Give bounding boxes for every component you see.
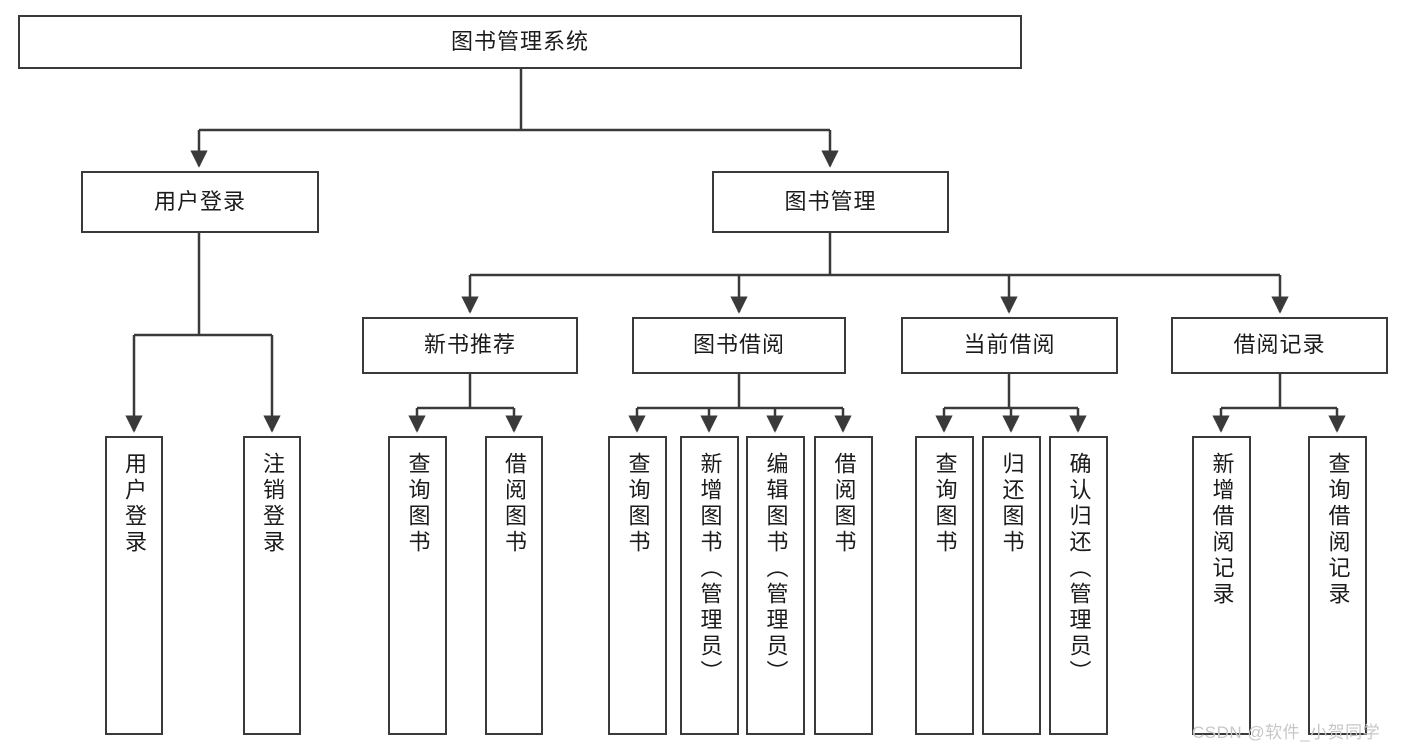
node-borrow-record[interactable]: 借阅记录 [1171, 317, 1388, 374]
node-new-book-recommend[interactable]: 新书推荐 [362, 317, 578, 374]
node-user-login[interactable]: 用户登录 [81, 171, 319, 233]
leaf-borrow-lend-book[interactable]: 借阅图书 [814, 436, 873, 735]
leaf-current-query-book[interactable]: 查询图书 [915, 436, 974, 735]
leaf-current-confirm-return-admin[interactable]: 确认归还（管理员） [1049, 436, 1108, 735]
leaf-newbook-borrow-book[interactable]: 借阅图书 [485, 436, 543, 735]
leaf-newbook-query-book[interactable]: 查询图书 [388, 436, 447, 735]
leaf-user-logout[interactable]: 注销登录 [243, 436, 301, 735]
leaf-label: 借阅图书 [831, 452, 857, 556]
leaf-record-add-record[interactable]: 新增借阅记录 [1192, 436, 1251, 735]
leaf-record-query-record[interactable]: 查询借阅记录 [1308, 436, 1367, 735]
leaf-label: 查询图书 [405, 452, 431, 556]
node-current-borrow[interactable]: 当前借阅 [901, 317, 1118, 374]
leaf-label: 归还图书 [999, 452, 1025, 556]
leaf-label: 借阅图书 [502, 452, 527, 556]
leaf-label: 查询图书 [625, 452, 651, 556]
leaf-label: 用户登录 [122, 452, 147, 556]
leaf-label: 查询图书 [932, 452, 958, 556]
leaf-label: 编辑图书（管理员） [763, 452, 789, 686]
leaf-borrow-edit-book-admin[interactable]: 编辑图书（管理员） [746, 436, 805, 735]
leaf-label: 确认归还（管理员） [1066, 452, 1092, 686]
node-root[interactable]: 图书管理系统 [18, 15, 1022, 69]
leaf-label: 查询借阅记录 [1325, 452, 1351, 608]
leaf-borrow-add-book-admin[interactable]: 新增图书（管理员） [680, 436, 739, 735]
csdn-watermark: CSDN @软件_小贺同学 [1192, 723, 1381, 742]
leaf-user-login[interactable]: 用户登录 [105, 436, 163, 735]
leaf-borrow-query-book[interactable]: 查询图书 [608, 436, 667, 735]
leaf-label: 注销登录 [260, 452, 285, 556]
node-book-borrow[interactable]: 图书借阅 [632, 317, 846, 374]
leaf-current-return-book[interactable]: 归还图书 [982, 436, 1041, 735]
node-book-management[interactable]: 图书管理 [712, 171, 949, 233]
leaf-label: 新增图书（管理员） [697, 452, 723, 686]
leaf-label: 新增借阅记录 [1209, 452, 1235, 608]
